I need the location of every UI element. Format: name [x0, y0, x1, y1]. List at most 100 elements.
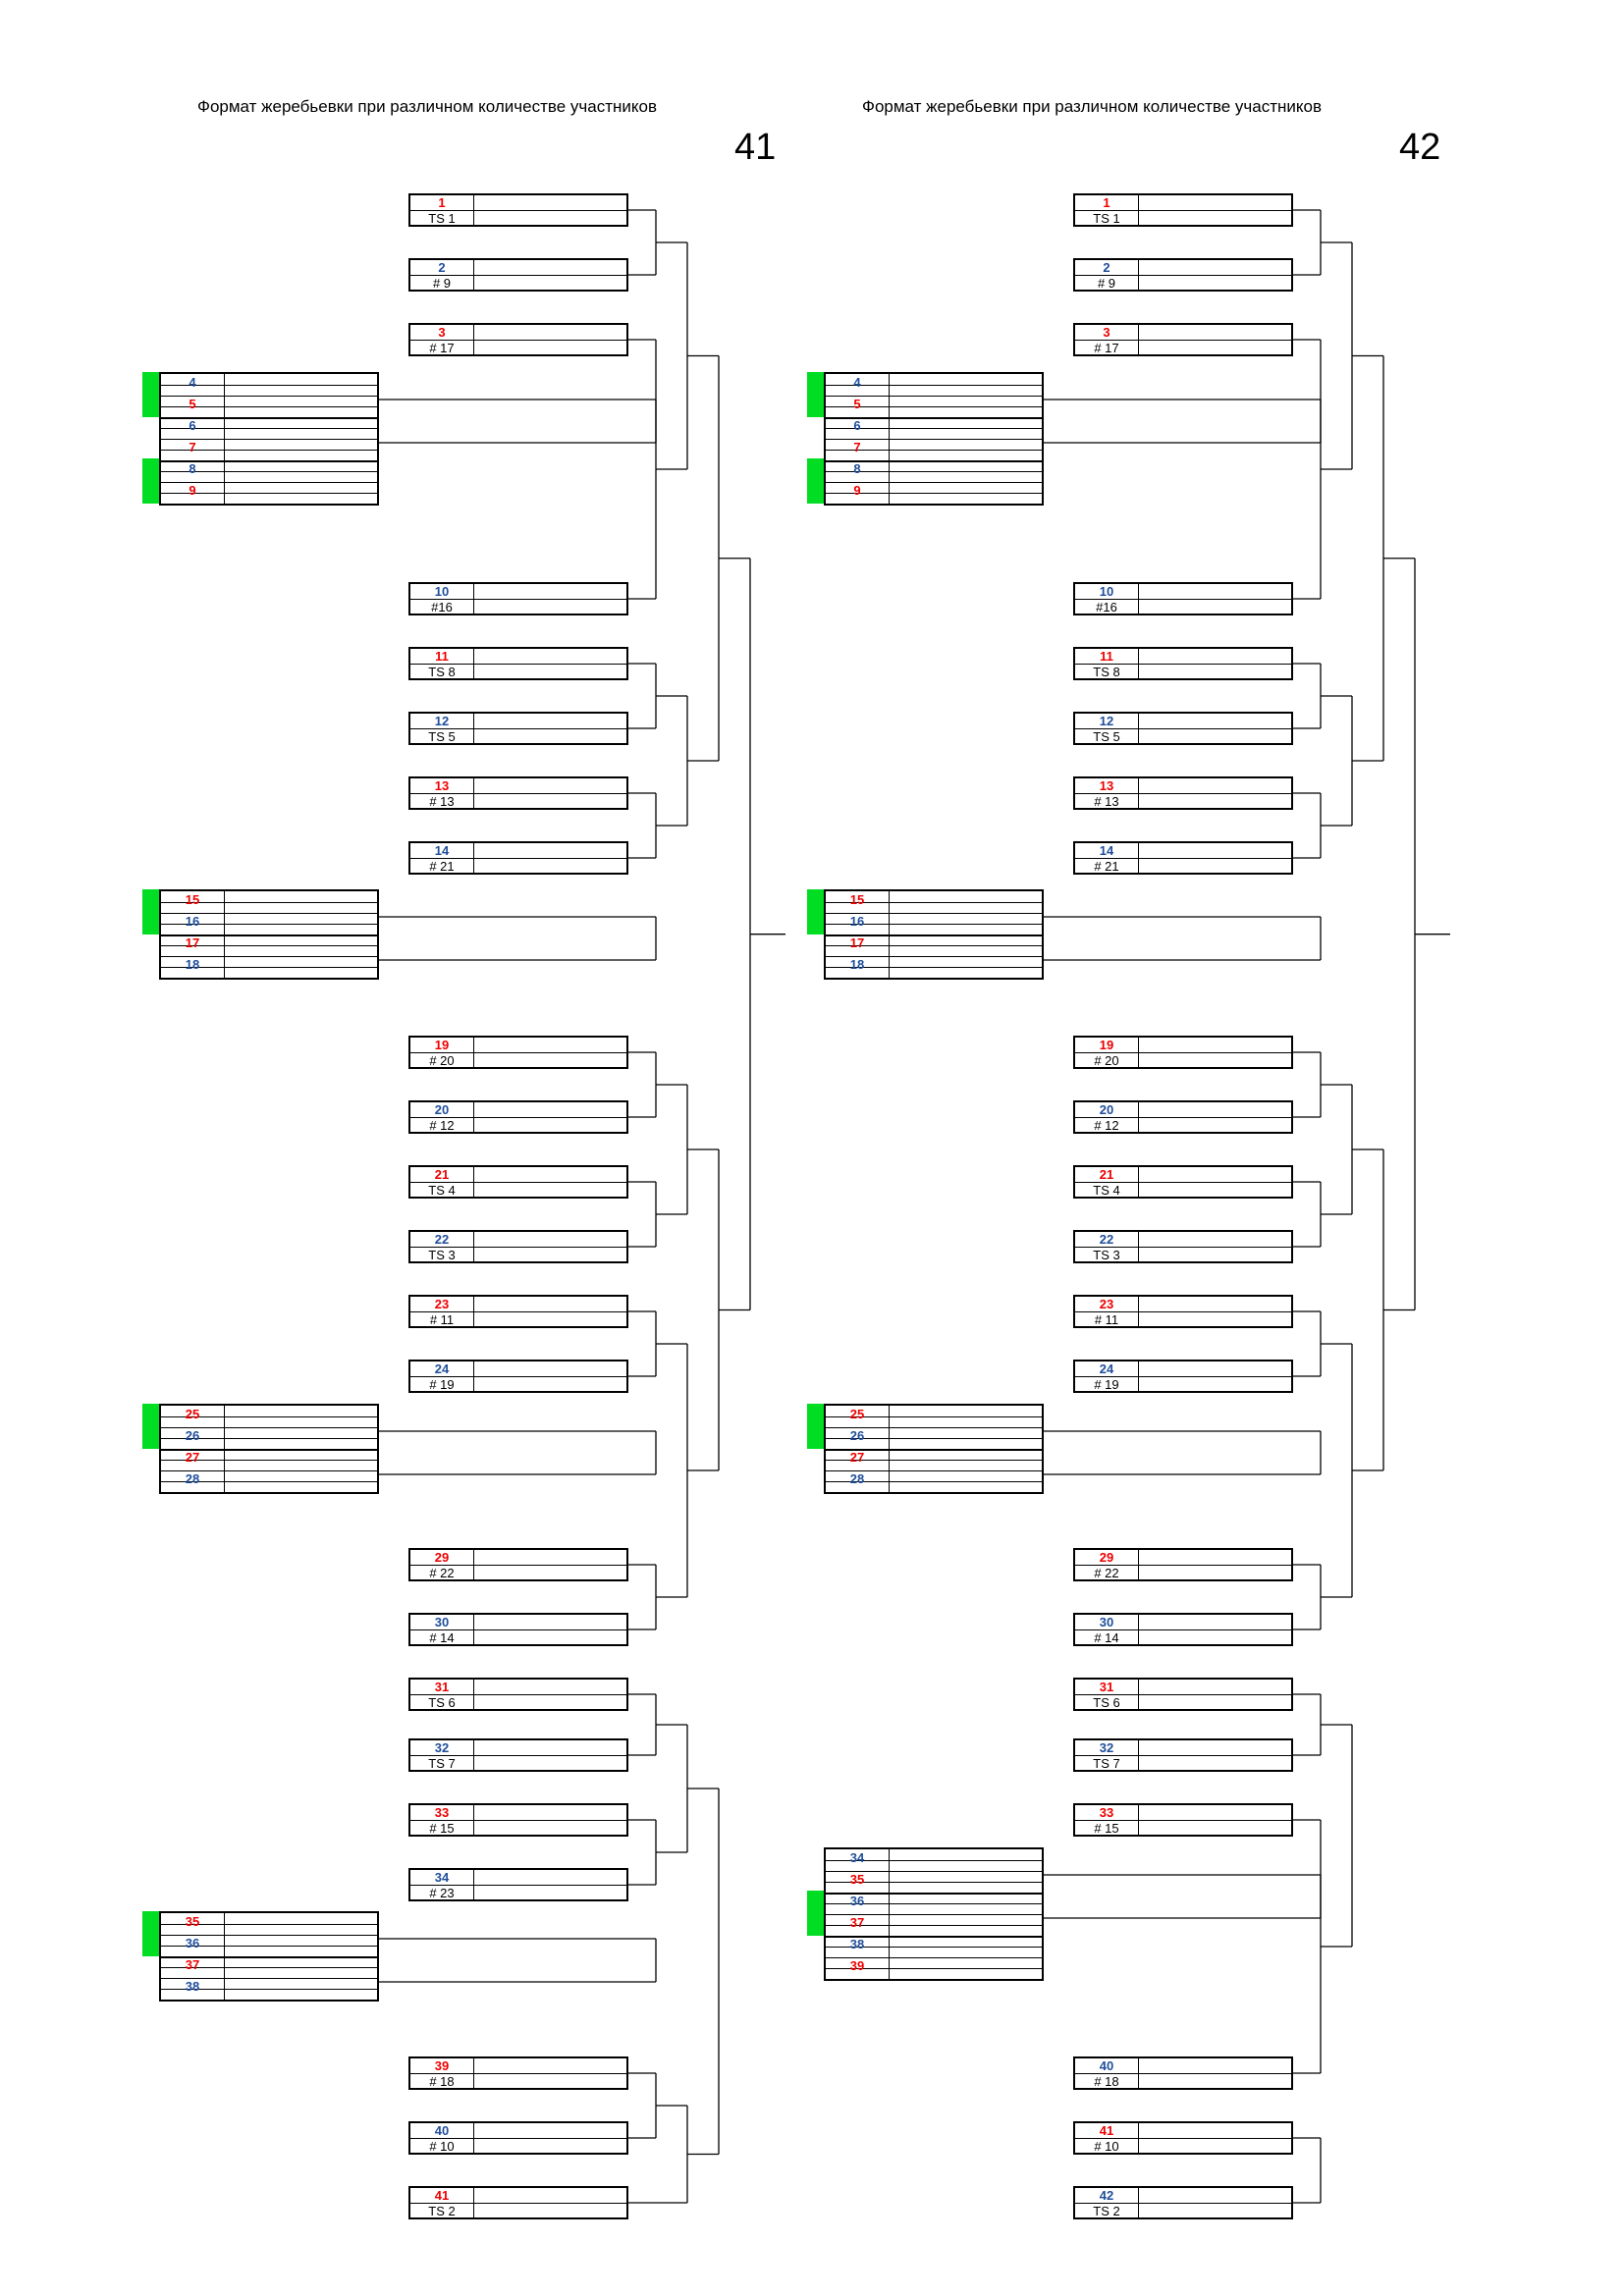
slot-number: 35	[849, 1872, 865, 1887]
slot-number: 24	[1099, 1362, 1114, 1376]
slot-number: 1	[438, 195, 446, 210]
slot-number: 10	[1099, 584, 1114, 599]
seed-label: # 10	[1094, 2139, 1119, 2154]
slot-box-24: 24# 19	[1073, 1360, 1293, 1393]
slot-number: 37	[185, 1957, 200, 1972]
slot-number: 6	[189, 418, 196, 433]
bracket-lines	[379, 209, 785, 2204]
slot-number: 33	[434, 1805, 450, 1820]
green-marker	[142, 458, 159, 504]
page-title: Формат жеребьевки при различном количест…	[862, 97, 1322, 116]
slot-number: 3	[438, 325, 446, 340]
slot-number: 8	[189, 461, 196, 476]
slot-number: 17	[849, 935, 865, 950]
slot-number: 38	[849, 1937, 865, 1951]
seed-label: TS 8	[428, 665, 456, 679]
seed-label: TS 6	[1093, 1695, 1120, 1710]
participant-count: 42	[1399, 127, 1441, 168]
green-marker	[142, 1911, 159, 1956]
slot-box-13: 13# 13	[1073, 776, 1293, 810]
slot-number: 7	[853, 440, 861, 454]
slot-number: 26	[185, 1428, 200, 1443]
seed-label: TS 1	[428, 211, 456, 226]
slot-number: 33	[1099, 1805, 1114, 1820]
slot-number: 30	[1099, 1615, 1114, 1629]
seed-label: TS 4	[428, 1183, 456, 1198]
seed-label: # 12	[1094, 1118, 1119, 1133]
seed-label: TS 8	[1093, 665, 1120, 679]
seed-label: # 20	[429, 1053, 455, 1068]
slot-number: 1	[1103, 195, 1110, 210]
slot-box-2: 2# 9	[408, 258, 628, 292]
group-box: 25 26 27 28	[159, 1404, 379, 1494]
seed-label: TS 4	[1093, 1183, 1120, 1198]
slot-box-34: 34# 23	[408, 1868, 628, 1901]
slot-number: 32	[1099, 1740, 1114, 1755]
slot-box-19: 19# 20	[408, 1036, 628, 1069]
green-marker	[807, 1891, 824, 1936]
slot-box-20: 20# 12	[1073, 1100, 1293, 1134]
slot-number: 39	[849, 1958, 865, 1973]
slot-number: 16	[185, 914, 200, 929]
slot-number: 15	[185, 892, 200, 907]
seed-label: # 20	[1094, 1053, 1119, 1068]
slot-number: 5	[189, 397, 196, 411]
slot-number: 40	[1099, 2058, 1114, 2073]
slot-box-23: 23# 11	[1073, 1295, 1293, 1328]
slot-number: 39	[434, 2058, 450, 2073]
seed-label: TS 3	[428, 1248, 456, 1262]
bracket-lines	[1044, 209, 1450, 2204]
seed-label: TS 2	[428, 2204, 456, 2218]
slot-number: 14	[434, 843, 450, 858]
slot-number: 28	[185, 1471, 200, 1486]
slot-number: 29	[434, 1550, 450, 1565]
seed-label: # 13	[1094, 794, 1119, 809]
seed-label: #16	[1096, 600, 1117, 614]
slot-number: 9	[189, 483, 196, 498]
slot-number: 34	[849, 1850, 865, 1865]
slot-box-29: 29# 22	[1073, 1548, 1293, 1581]
slot-box-29: 29# 22	[408, 1548, 628, 1581]
slot-box-10: 10#16	[408, 582, 628, 615]
slot-number: 11	[1100, 649, 1113, 664]
slot-box-2: 2# 9	[1073, 258, 1293, 292]
seed-label: #16	[431, 600, 453, 614]
slot-box-30: 30# 14	[408, 1613, 628, 1646]
slot-box-40: 40# 18	[1073, 2056, 1293, 2090]
seed-label: # 14	[1094, 1630, 1119, 1645]
slot-number: 35	[185, 1914, 200, 1929]
slot-number: 10	[434, 584, 450, 599]
seed-label: TS 5	[428, 729, 456, 744]
seed-label: TS 6	[428, 1695, 456, 1710]
seed-label: # 19	[429, 1377, 455, 1392]
seed-label: TS 7	[1093, 1756, 1120, 1771]
slot-number: 25	[185, 1407, 200, 1421]
slot-number: 15	[849, 892, 865, 907]
seed-label: # 15	[1094, 1821, 1119, 1836]
slot-number: 21	[1099, 1167, 1114, 1182]
slot-box-23: 23# 11	[408, 1295, 628, 1328]
slot-number: 18	[849, 957, 865, 972]
seed-label: # 9	[432, 276, 452, 291]
seed-label: # 17	[1094, 341, 1119, 355]
slot-number: 27	[185, 1450, 200, 1465]
slot-number: 7	[189, 440, 196, 454]
slot-number: 19	[434, 1038, 450, 1052]
seed-label: # 11	[1094, 1312, 1119, 1327]
slot-number: 4	[853, 375, 861, 390]
seed-label: # 13	[429, 794, 455, 809]
slot-box-13: 13# 13	[408, 776, 628, 810]
slot-number: 22	[1099, 1232, 1114, 1247]
